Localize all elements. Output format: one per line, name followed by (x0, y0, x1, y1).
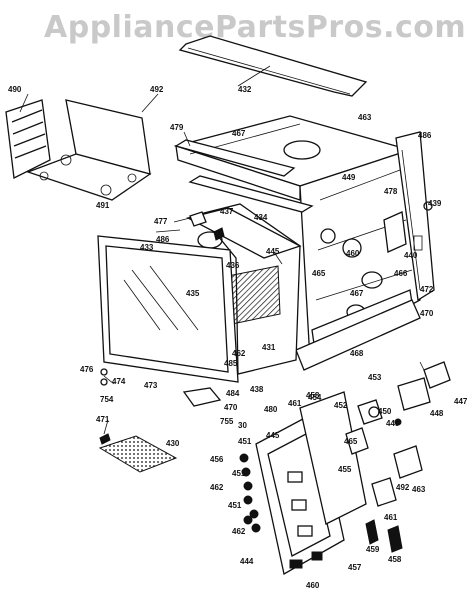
part-label: 460 (306, 581, 320, 590)
part-label: 468 (350, 349, 364, 358)
part-label: 486 (418, 131, 432, 140)
control-overlay (299, 391, 367, 525)
part-label: 447 (454, 397, 468, 406)
part-label: 450 (378, 407, 392, 416)
part-label: 30 (238, 421, 247, 430)
leader-lines (19, 65, 425, 435)
part-label: 754 (100, 395, 114, 404)
oven-door (97, 235, 239, 383)
part-label: 431 (262, 343, 276, 352)
part-label: 463 (358, 113, 372, 122)
part-label: 449 (386, 419, 400, 428)
part-label: 451 (232, 469, 246, 478)
part-label: 456 (210, 455, 224, 464)
part-label: 461 (384, 513, 398, 522)
part-label: 455 (338, 465, 352, 474)
part-label: 448 (430, 409, 444, 418)
part-label: 462 (232, 527, 246, 536)
part-label: 492 (150, 85, 164, 94)
part-label: 457 (348, 563, 362, 572)
part-label: 452 (334, 401, 348, 410)
part-label: 461 (288, 399, 302, 408)
part-label: 454 (308, 393, 322, 402)
grille-clip (99, 433, 111, 445)
part-number-labels: 490 492 432 463 486 479 467 477 486 433 … (8, 85, 468, 590)
right-side-panel (395, 131, 435, 302)
part-label: 439 (428, 199, 442, 208)
part-label: 445 (266, 247, 280, 256)
side-vent-plate (5, 99, 51, 179)
part-label: 459 (366, 545, 380, 554)
switch-parts (345, 361, 451, 553)
part-label: 471 (96, 415, 110, 424)
part-label: 480 (264, 405, 278, 414)
part-label: 458 (306, 391, 320, 400)
part-label: 436 (226, 261, 240, 270)
part-label: 451 (238, 437, 252, 446)
part-label: 476 (80, 365, 94, 374)
part-label: 486 (156, 235, 170, 244)
part-label: 440 (404, 251, 418, 260)
part-label: 445 (266, 431, 280, 440)
part-label: 434 (254, 213, 268, 222)
part-label: 465 (344, 437, 358, 446)
part-label: 472 (420, 285, 434, 294)
part-label: 474 (112, 377, 126, 386)
part-label: 458 (388, 555, 402, 564)
top-cover-panel (178, 35, 368, 97)
part-label: 432 (238, 85, 252, 94)
part-label: 435 (186, 289, 200, 298)
part-label: 460 (346, 249, 360, 258)
part-label: 485 (224, 359, 238, 368)
part-label: 470 (420, 309, 434, 318)
vent-grille (98, 435, 178, 473)
part-label: 449 (342, 173, 356, 182)
cabinet-body (173, 115, 421, 371)
part-label: 492 (396, 483, 410, 492)
part-label: 470 (224, 403, 238, 412)
part-label: 477 (154, 217, 168, 226)
part-label: 755 (220, 417, 234, 426)
part-label: 453 (368, 373, 382, 382)
part-label: 490 (8, 85, 22, 94)
part-label: 463 (412, 485, 426, 494)
top-rails (174, 139, 314, 213)
part-label: 467 (350, 289, 364, 298)
part-label: 462 (210, 483, 224, 492)
part-label: 430 (166, 439, 180, 448)
liner-tray (26, 99, 152, 201)
part-label: 484 (226, 389, 240, 398)
part-label: 437 (220, 207, 234, 216)
part-label: 473 (144, 381, 158, 390)
part-label: 479 (170, 123, 184, 132)
part-label: 491 (96, 201, 110, 210)
part-label: 433 (140, 243, 154, 252)
door-hardware (100, 211, 222, 407)
part-label: 438 (250, 385, 264, 394)
part-label: 465 (312, 269, 326, 278)
part-label: 462 (232, 349, 246, 358)
part-label: 451 (228, 501, 242, 510)
part-label: 444 (240, 557, 254, 566)
part-label: 466 (394, 269, 408, 278)
part-label: 467 (232, 129, 246, 138)
part-label: 478 (384, 187, 398, 196)
knobs (239, 453, 261, 533)
